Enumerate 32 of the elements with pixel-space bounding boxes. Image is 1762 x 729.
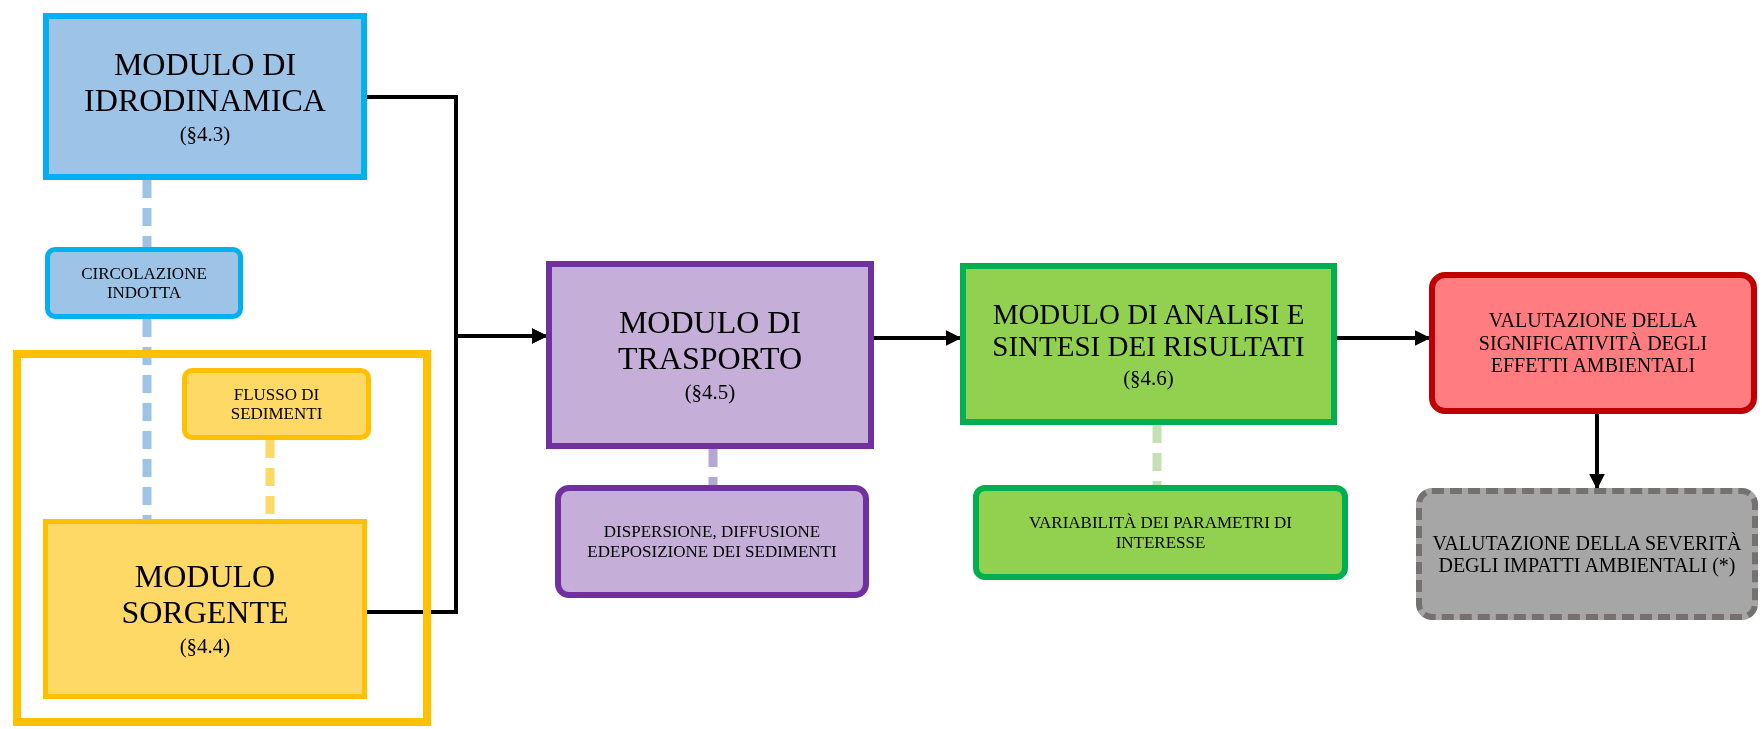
dashed-connector (708, 449, 718, 485)
arrow (1589, 414, 1605, 490)
box-title: VALUTAZIONE DELLA SIGNIFICATIVITÀ DEGLI EFFETTI AMBIENTALI (1477, 309, 1709, 377)
dashed-connector (142, 319, 152, 519)
section-reference: (§4.6) (1123, 366, 1174, 391)
box-title: VALUTAZIONE DELLA SEVERITÀ DEGLI IMPATTI AMBIENTALI (*) (1431, 531, 1743, 577)
box-title: DISPERSIONE, DIFFUSIONE EDEPOSIZIONE DEI SEDIMENTI (586, 522, 838, 561)
box-title: VARIABILITÀ DEI PARAMETRI DI INTERESSE (1028, 513, 1293, 552)
box-title: MODULO DI IDRODINAMICA (83, 46, 327, 119)
box-title: MODULO DI ANALISI E SINTESI DEI RISULTATI (991, 297, 1306, 363)
box-title: MODULO DI TRASPORTO (616, 305, 804, 378)
dashed-connector (1152, 425, 1162, 485)
arrow (1337, 330, 1431, 346)
module-box (960, 263, 1337, 425)
assessment-box (1429, 272, 1757, 414)
group-frame (13, 350, 431, 726)
section-reference: (§4.4) (179, 635, 231, 659)
sub-box (182, 368, 371, 440)
sub-box (45, 247, 243, 319)
section-reference: (§4.5) (684, 381, 736, 405)
section-reference: (§4.3) (179, 122, 231, 147)
sub-box (555, 485, 869, 598)
module-box (43, 519, 367, 699)
dashed-connector (142, 180, 152, 247)
box-title: CIRCOLAZIONE INDOTTA (80, 263, 208, 303)
box-title: MODULO SORGENTE (120, 559, 290, 632)
module-box (546, 261, 874, 449)
arrow (874, 330, 962, 346)
module-box (43, 13, 367, 180)
assessment-box (1416, 488, 1758, 620)
box-title: FLUSSO DI SEDIMENTI (229, 384, 324, 424)
sub-box (973, 485, 1348, 580)
